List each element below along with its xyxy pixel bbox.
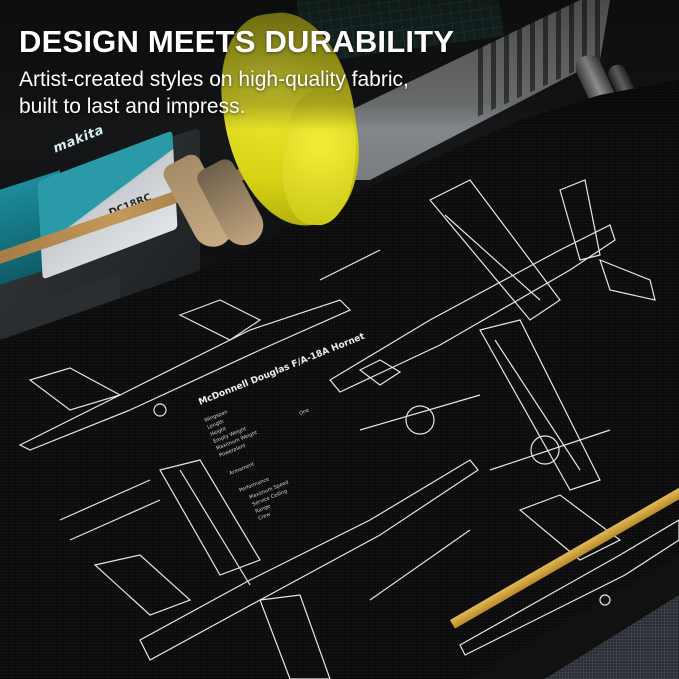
- spec-crew-value: One: [299, 407, 311, 416]
- spec-range: Range: [255, 503, 272, 515]
- headline: DESIGN MEETS DURABILITY: [19, 24, 455, 59]
- spec-height: Height: [210, 426, 228, 438]
- subheadline-line-1: Artist-created styles on high-quality fa…: [19, 68, 409, 91]
- jet-top-view: [329, 179, 656, 491]
- subheadline: Artist-created styles on high-quality fa…: [19, 66, 499, 120]
- text-overlay: [0, 0, 679, 130]
- spec-crew: Crew: [258, 512, 272, 522]
- spec-armament: Armament: [229, 461, 256, 476]
- subheadline-line-2: built to last and impress.: [19, 95, 246, 118]
- missiles: [59, 249, 471, 601]
- jet-bottom-right: [459, 494, 679, 656]
- jet-front-view: [359, 394, 611, 471]
- jet-side-view: [18, 299, 352, 451]
- jet-bottom-view: [93, 459, 479, 679]
